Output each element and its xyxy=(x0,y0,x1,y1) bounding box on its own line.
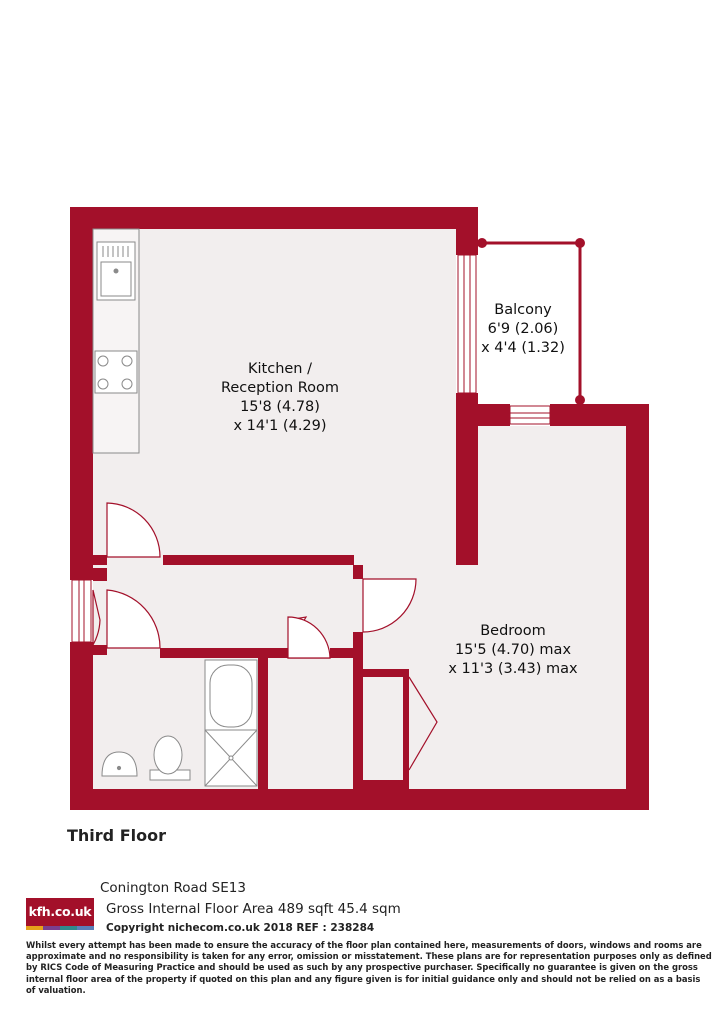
floor-title: Third Floor xyxy=(67,826,166,845)
logo-stripe-4 xyxy=(77,926,94,930)
balcony-dimension-1: 6'9 (2.06) xyxy=(487,321,559,337)
bedroom-dimension-2: x 11'3 (3.43) max xyxy=(448,661,578,677)
logo-stripe-3 xyxy=(60,926,77,930)
balcony-dimension-2: x 4'4 (1.32) xyxy=(481,340,565,356)
copyright-text: Copyright nichecom.co.uk 2018 REF : 2382… xyxy=(106,922,375,934)
kitchen-fixtures xyxy=(92,228,140,454)
logo-stripe xyxy=(26,926,94,930)
balcony-railing xyxy=(477,238,585,405)
kitchen-label: Kitchen / Reception Room 15'8 (4.78) x 1… xyxy=(180,360,380,436)
kitchen-dimension-2: x 14'1 (4.29) xyxy=(233,418,327,434)
floor-area-text: Gross Internal Floor Area 489 sqft 45.4 … xyxy=(106,901,401,917)
walls xyxy=(70,207,649,810)
bedroom-label: Bedroom 15'5 (4.70) max x 11'3 (3.43) ma… xyxy=(418,622,608,679)
bathroom-fixtures xyxy=(101,659,258,787)
logo-stripe-1 xyxy=(26,926,43,930)
bedroom-name: Bedroom xyxy=(480,623,546,639)
kfh-logo: kfh.co.uk xyxy=(26,898,94,930)
logo-text: kfh.co.uk xyxy=(28,904,92,919)
balcony-label: Balcony 6'9 (2.06) x 4'4 (1.32) xyxy=(468,301,578,358)
kitchen-name: Kitchen / xyxy=(248,361,312,377)
disclaimer-text: Whilst every attempt has been made to en… xyxy=(26,940,712,995)
kitchen-dimension-1: 15'8 (4.78) xyxy=(240,399,320,415)
door-fills xyxy=(287,616,331,659)
property-address: Conington Road SE13 xyxy=(100,880,246,896)
windows xyxy=(71,254,551,643)
bedroom-dimension-1: 15'5 (4.70) max xyxy=(454,642,572,658)
balcony-name: Balcony xyxy=(494,302,552,318)
kitchen-name-2: Reception Room xyxy=(220,380,340,396)
logo-stripe-2 xyxy=(43,926,60,930)
